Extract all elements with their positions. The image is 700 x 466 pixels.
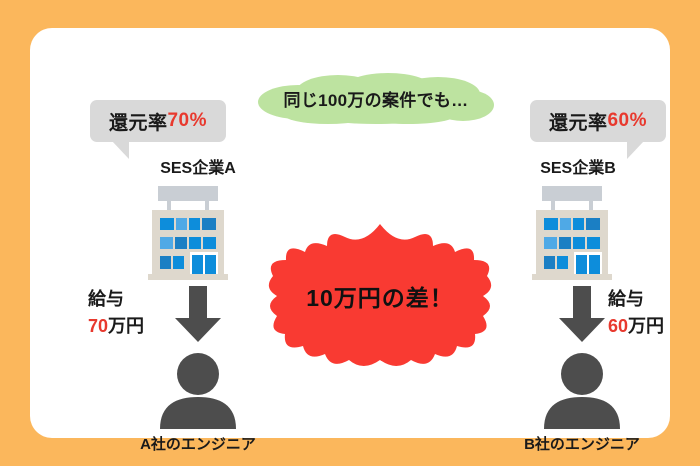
starburst-shape-icon [268, 224, 492, 366]
left-rate-value: 70 [167, 110, 190, 131]
right-salary-block: 給与 60万円 [608, 286, 664, 340]
right-salary-label: 給与 [608, 289, 644, 309]
left-engineer-avatar [156, 353, 240, 429]
right-salary-unit: 万円 [628, 316, 665, 336]
person-avatar-icon [160, 353, 236, 429]
right-office-building [518, 186, 626, 286]
right-bubble-tail [627, 141, 644, 159]
office-building-icon [148, 186, 228, 280]
down-arrow-icon [559, 286, 605, 342]
office-building-icon [532, 186, 612, 280]
left-salary-amount: 70万円 [88, 313, 144, 340]
right-down-arrow [559, 286, 605, 342]
right-engineer-avatar [540, 353, 624, 429]
left-company-name: SES企業A [160, 160, 236, 177]
right-salary-number: 60 [608, 316, 629, 336]
down-arrow-icon [175, 286, 221, 342]
right-rate-value: 60 [607, 110, 630, 131]
left-salary-block: 給与 70万円 [88, 286, 144, 340]
right-company-name: SES企業B [540, 160, 616, 177]
right-engineer-label: B社のエンジニア [524, 436, 640, 453]
burst-text: 10万円の差！ [306, 285, 454, 311]
left-engineer-label: A社のエンジニア [140, 436, 256, 453]
left-rate-suffix: % [189, 110, 208, 131]
left-down-arrow [175, 286, 221, 342]
left-salary-label: 給与 [88, 289, 124, 309]
left-rate-prefix: 還元率 [108, 112, 168, 134]
cloud-text: 同じ100万の案件でも… [283, 90, 469, 110]
difference-burst: 10万円の差！ [263, 220, 497, 372]
person-avatar-icon [544, 353, 620, 429]
right-salary-amount: 60万円 [608, 313, 664, 340]
cloud-shape-icon [258, 73, 494, 124]
cloud-callout: 同じ100万の案件でも… [258, 72, 494, 124]
right-rate-suffix: % [629, 110, 648, 131]
left-salary-unit: 万円 [108, 316, 145, 336]
left-salary-number: 70 [88, 316, 109, 336]
right-rate-prefix: 還元率 [548, 112, 608, 134]
left-office-building [134, 186, 242, 286]
left-bubble-tail [112, 141, 129, 159]
